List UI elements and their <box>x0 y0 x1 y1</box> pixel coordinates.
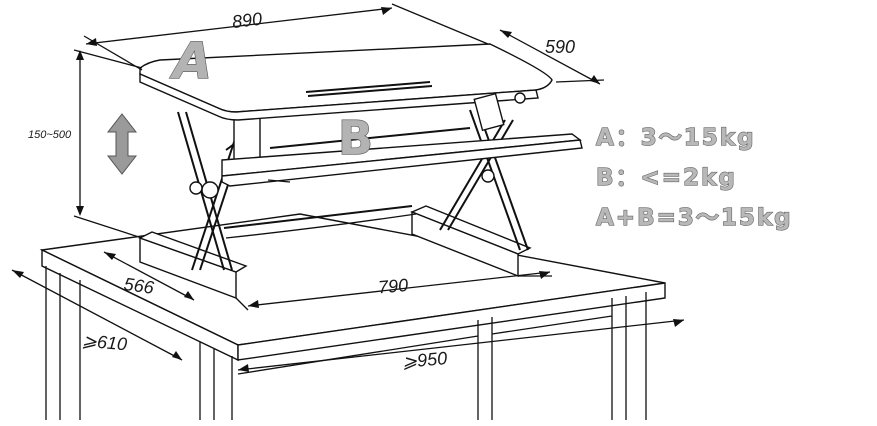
label-height-range: 150~500 <box>28 129 72 141</box>
double-arrow-icon <box>106 113 138 175</box>
spec-a-load: A：3～15kg <box>596 125 756 151</box>
dimension-lines <box>11 3 685 372</box>
table <box>39 213 666 420</box>
spec-total-load: A+B=3～15kg <box>596 205 793 231</box>
label-top-width: 890 <box>231 9 263 33</box>
label-base-depth: 566 <box>123 274 157 298</box>
label-desk-depth: ⩾610 <box>81 330 128 354</box>
label-top-depth: 590 <box>545 37 575 57</box>
desk-converter <box>138 43 583 300</box>
spec-b-load: B：<=2kg <box>596 165 737 191</box>
surface-b-label: B <box>338 111 373 165</box>
label-base-width: 790 <box>377 275 409 298</box>
label-desk-width: ⩾950 <box>401 348 448 372</box>
